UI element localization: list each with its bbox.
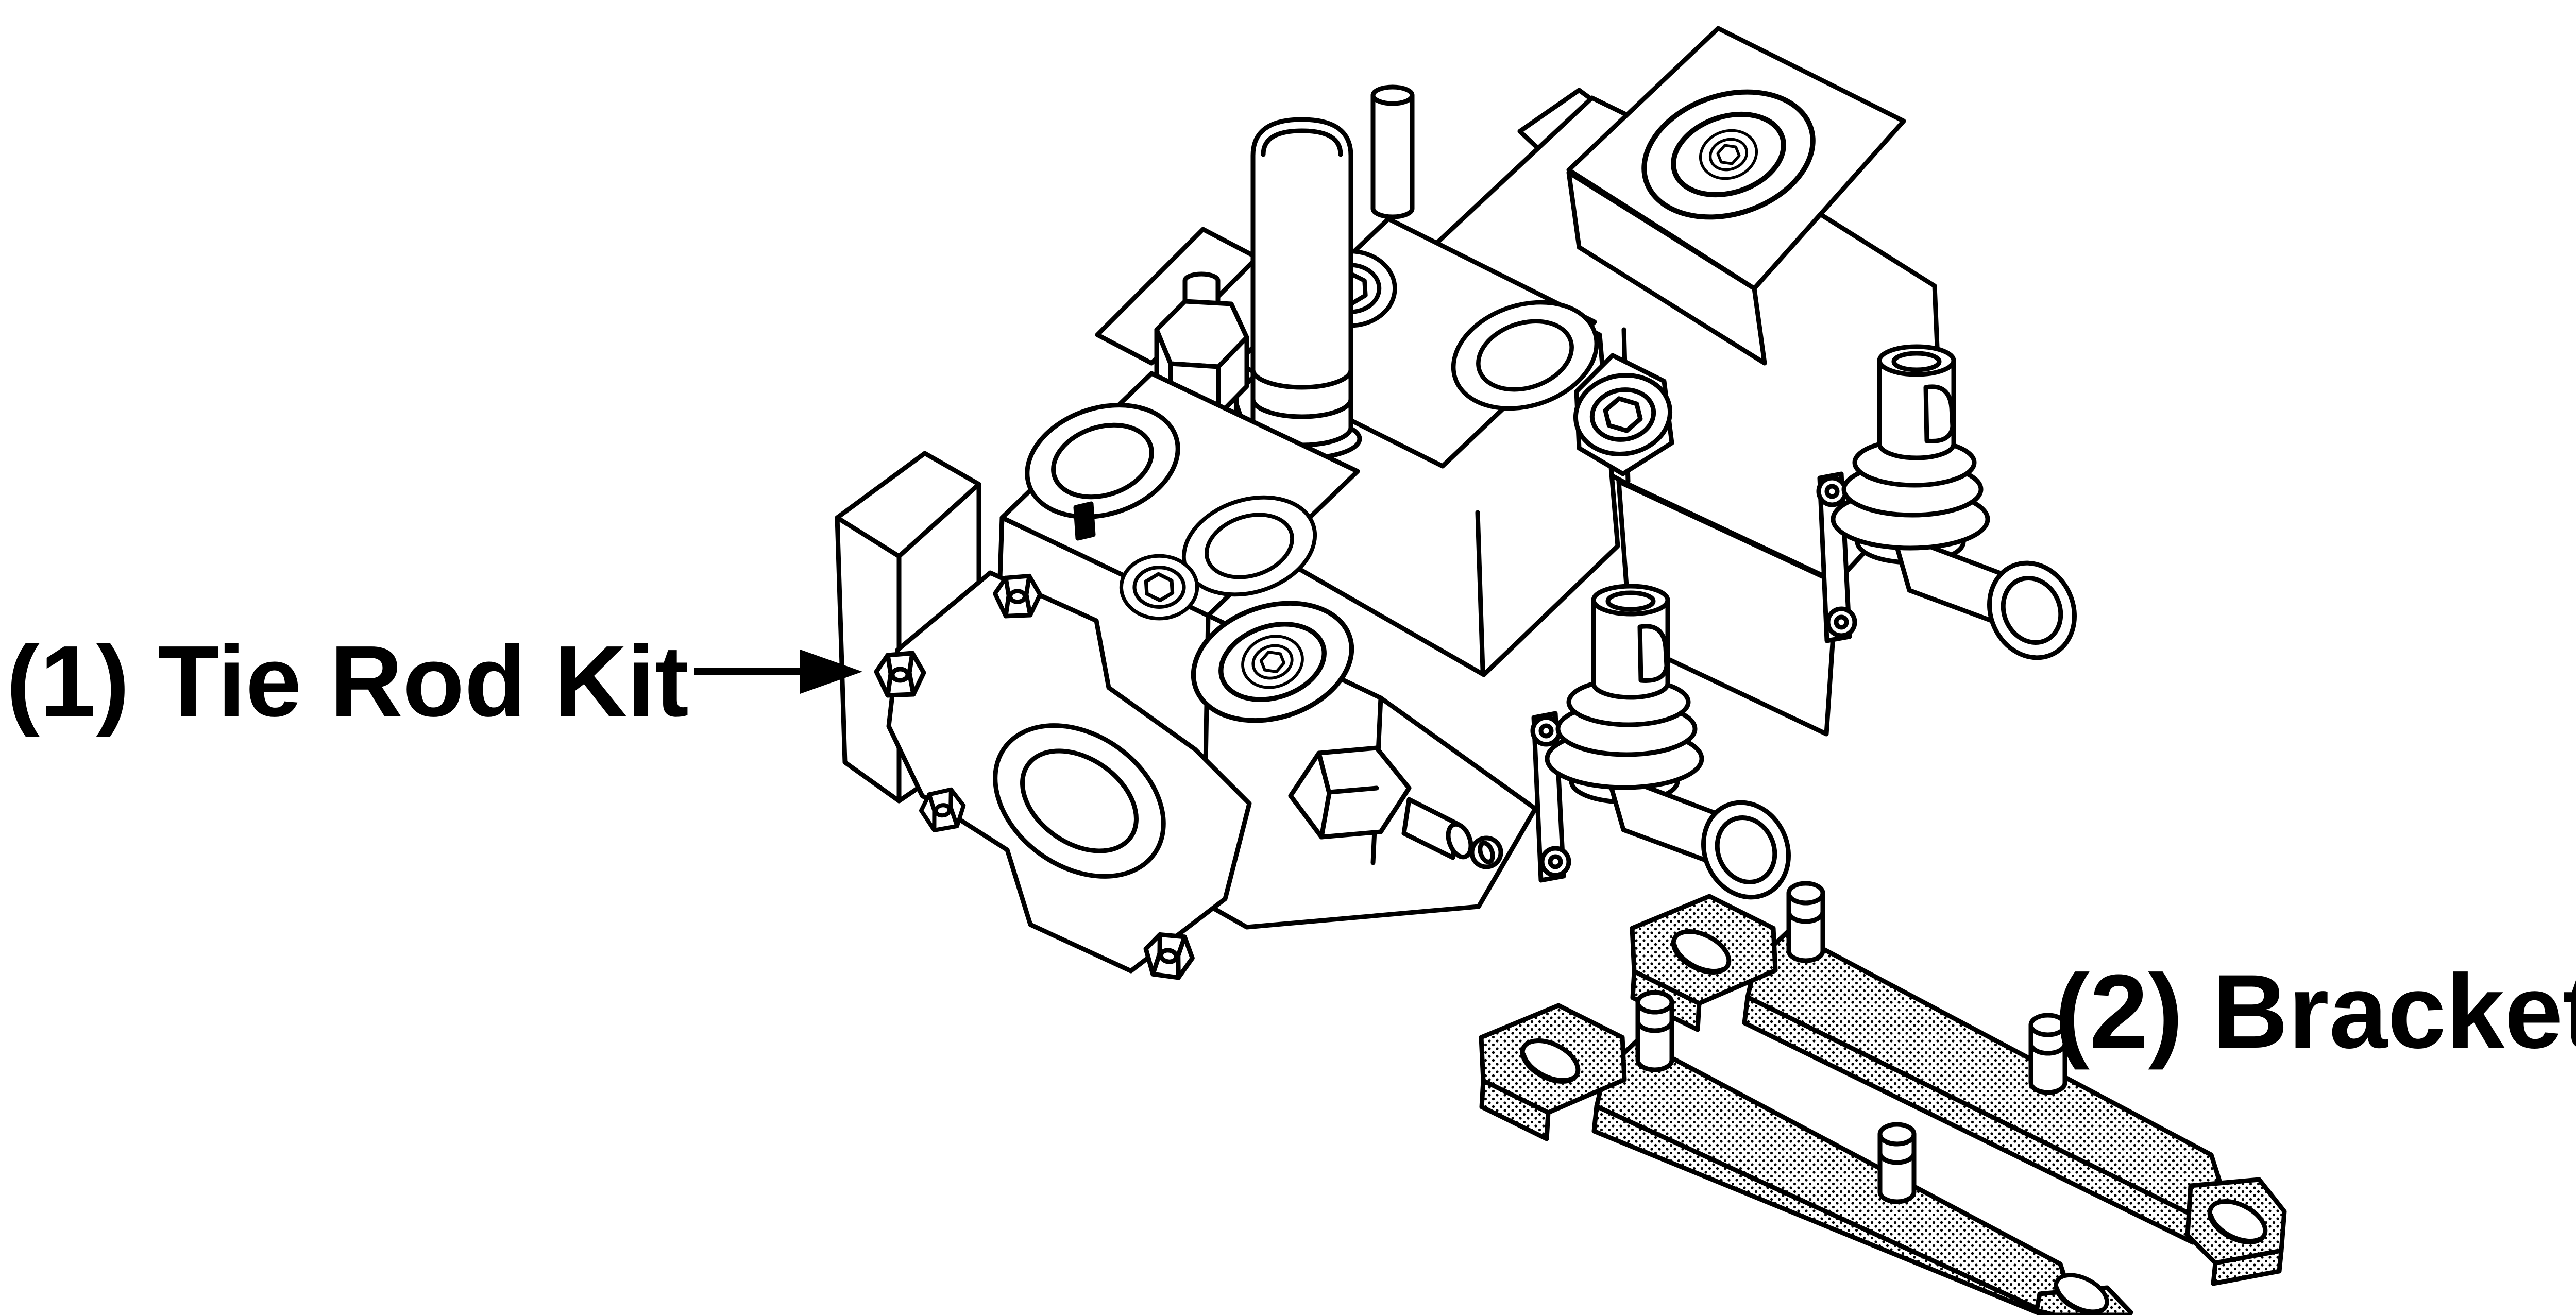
- bracket-stud: [1638, 993, 1672, 1070]
- rear-pin-top: [1370, 84, 1415, 106]
- left-top-face: [999, 371, 1360, 619]
- callout-brackets-kit-label: (2) Brackets Kit: [2055, 953, 2576, 1070]
- tie-rod-nut: [995, 576, 1040, 616]
- mounting-brackets: [1479, 883, 2287, 1315]
- bracket-bar-upper: [1630, 883, 2287, 1286]
- gauge-port: [1073, 501, 1096, 541]
- rear-pin-cylinder: [1370, 93, 1415, 219]
- valve-body: [835, 26, 2089, 980]
- callout-arrow-icon: [694, 650, 862, 694]
- callout-tie-rod-kit-label: (1) Tie Rod Kit: [6, 625, 689, 738]
- bracket-stud: [1789, 883, 1823, 961]
- right-pedestal: [1569, 353, 1676, 476]
- bracket-stud: [1880, 1124, 1914, 1202]
- bracket-bar-lower: [1479, 993, 2133, 1315]
- tie-rod-nut: [876, 653, 924, 695]
- relief-valve-plug: [1288, 745, 1503, 869]
- rear-end-cap: [1566, 26, 1906, 366]
- tie-rod-end-plate: [876, 570, 1252, 980]
- spool-cap-cylinder: [1242, 117, 1362, 461]
